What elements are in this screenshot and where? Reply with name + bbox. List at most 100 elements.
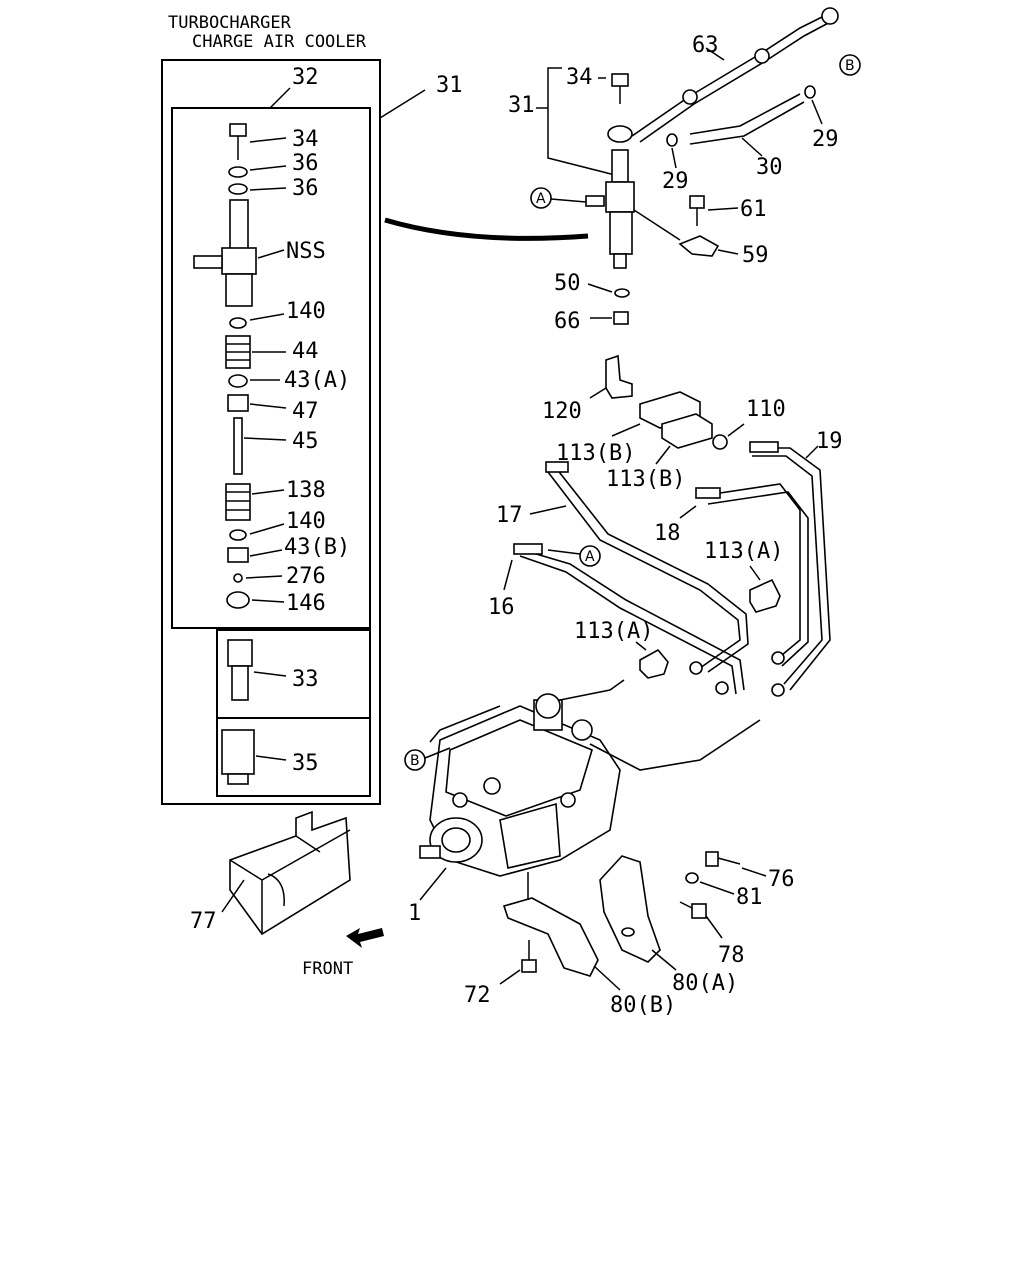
- bracket-31-top: [536, 67, 616, 176]
- label-44: 44: [292, 339, 319, 364]
- label-113a-1: 113(A): [704, 539, 783, 564]
- part-36-washer-upper: [228, 165, 287, 178]
- label-34-top: 34: [566, 65, 593, 90]
- label-32: 32: [292, 65, 319, 90]
- header-line-2: CHARGE AIR COOLER: [192, 32, 367, 52]
- part-50-o-ring: [614, 288, 630, 298]
- pipe-63-leak-off: [631, 13, 829, 137]
- label-72: 72: [464, 983, 491, 1008]
- label-29-left: 29: [662, 169, 689, 194]
- label-140-lower: 140: [286, 509, 326, 534]
- pipe-nut-2: [715, 681, 729, 695]
- injector-inlet-fitting: [585, 195, 605, 207]
- pipe-17-fitting: [545, 461, 569, 473]
- part-78-bolt: [679, 901, 723, 939]
- label-66: 66: [554, 309, 581, 334]
- label-45: 45: [292, 429, 319, 454]
- label-76: 76: [768, 867, 795, 892]
- callout-a-injector: [530, 187, 552, 209]
- part-44-spring: [225, 335, 286, 369]
- part-45-push-rod: [233, 417, 287, 475]
- callout-b-top: [839, 54, 861, 76]
- part-113a-clamp-right: [749, 565, 781, 613]
- part-43a-seat: [228, 374, 280, 388]
- label-43b: 43(B): [284, 535, 350, 560]
- part-113a-clamp-left: [635, 641, 669, 679]
- label-35: 35: [292, 751, 319, 776]
- pipe-17: [547, 471, 741, 669]
- pipe-17-edge: [555, 467, 749, 673]
- nozzle-holder-kit-frame: [161, 59, 426, 805]
- pipe-63-end: [821, 7, 839, 25]
- part-138-spring: [225, 483, 285, 521]
- label-113b-1: 113(B): [556, 441, 635, 466]
- callout-b-top-text: B: [845, 58, 855, 74]
- label-78: 78: [718, 943, 745, 968]
- label-61: 61: [740, 197, 767, 222]
- label-113a-2: 113(A): [574, 619, 653, 644]
- part-34-banjo-bolt-top: [598, 73, 629, 104]
- label-276: 276: [286, 564, 326, 589]
- part-110-nut: [712, 423, 745, 450]
- pipe-nut-4: [771, 683, 785, 697]
- label-110: 110: [746, 397, 786, 422]
- callout-b-pump: [404, 749, 426, 771]
- pipe-19-edge: [752, 455, 823, 685]
- label-43a: 43(A): [284, 368, 350, 393]
- part-36-washer-lower: [228, 183, 287, 195]
- label-19: 19: [816, 429, 843, 454]
- part-47-spacer: [227, 394, 287, 412]
- label-50: 50: [554, 271, 581, 296]
- pipe-16: [515, 547, 745, 691]
- pipe-63-leak-off-edge: [639, 19, 835, 143]
- label-80a: 80(A): [672, 971, 738, 996]
- part-nss-nozzle-holder-body: [193, 199, 285, 307]
- label-63: 63: [692, 33, 719, 58]
- label-120: 120: [542, 399, 582, 424]
- part-33-nozzle: [227, 639, 287, 701]
- pipe-16-edge: [519, 555, 737, 695]
- label-16: 16: [488, 595, 515, 620]
- part-29-clip-left: [666, 133, 678, 147]
- callout-b-pump-text: B: [410, 753, 420, 769]
- label-36-lower: 36: [292, 176, 319, 201]
- part-34-bolt: [229, 123, 287, 160]
- label-81: 81: [736, 885, 763, 910]
- callout-a-pipe-text: A: [585, 549, 595, 565]
- part-81-washer: [685, 872, 735, 895]
- part-59-clamp: [678, 235, 739, 257]
- callout-a-injector-text: A: [536, 191, 546, 207]
- pipe-18-fitting: [695, 487, 721, 499]
- pipe-18-edge: [707, 491, 809, 667]
- part-113b-clamp-lower: [655, 413, 713, 465]
- header-line-1: TURBOCHARGER: [168, 13, 292, 33]
- pipe-63-joint-1: [682, 89, 698, 105]
- label-138: 138: [286, 478, 326, 503]
- label-18: 18: [654, 521, 681, 546]
- part-80a-bracket: [599, 855, 677, 971]
- label-146: 146: [286, 591, 326, 616]
- part-66-cap: [613, 311, 629, 325]
- label-17: 17: [496, 503, 523, 528]
- part-77-tool-block: [221, 810, 351, 936]
- part-120-bracket: [589, 354, 633, 399]
- pipe-16-fitting: [513, 543, 543, 555]
- hose-30: [689, 93, 801, 135]
- part-29-clip-right: [804, 85, 816, 99]
- part-35-retaining-nut: [221, 729, 287, 785]
- part-140-washer-upper: [229, 313, 285, 329]
- part-72-bolt: [499, 940, 537, 985]
- part-76-bolt: [705, 851, 767, 877]
- label-36-upper: 36: [292, 151, 319, 176]
- part-1-injection-pump: [419, 679, 761, 901]
- label-113b-2: 113(B): [606, 467, 685, 492]
- label-59: 59: [742, 243, 769, 268]
- front-arrow-icon: [346, 928, 384, 948]
- pipe-18: [699, 483, 801, 661]
- part-276-pin: [233, 573, 283, 583]
- label-31-top: 31: [508, 93, 535, 118]
- part-146-ring: [226, 591, 285, 609]
- label-33: 33: [292, 667, 319, 692]
- label-29-right: 29: [812, 127, 839, 152]
